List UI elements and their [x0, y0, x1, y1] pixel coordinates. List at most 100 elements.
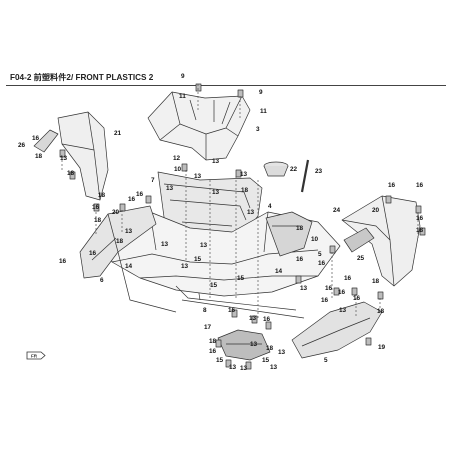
callout-c24: 24 [333, 207, 341, 214]
callout-c18g: 18 [416, 227, 424, 234]
callout-c16r: 16 [263, 316, 271, 323]
callout-c20b: 20 [372, 207, 380, 214]
left-bracket-part-26 [33, 129, 59, 153]
callout-c16j: 16 [296, 256, 304, 263]
callout-c13p: 13 [240, 365, 248, 372]
callout-c4: 4 [268, 203, 272, 210]
front-lower-bumper-part-5 [291, 301, 383, 359]
right-side-panel-part-20 [341, 195, 421, 287]
callout-c14b: 14 [275, 268, 283, 275]
front-arrow-icon: FR [26, 351, 46, 360]
callout-c16l: 16 [344, 275, 352, 282]
callout-c16o: 16 [353, 295, 361, 302]
callout-c11b: 11 [260, 108, 267, 115]
callout-c16q: 16 [228, 307, 236, 314]
callout-c13g: 13 [247, 209, 255, 216]
callout-c10a: 10 [174, 166, 182, 173]
callout-c13o: 13 [229, 364, 237, 371]
callout-c19: 19 [378, 344, 386, 351]
callout-c16h: 16 [59, 258, 67, 265]
callout-c15e: 15 [262, 357, 270, 364]
callout-c12: 12 [173, 155, 181, 162]
callout-c15b: 15 [210, 282, 218, 289]
diagram-title: F04-2 前塑料件2/ FRONT PLASTICS 2 [10, 73, 154, 82]
left-fender-part-20 [79, 205, 157, 279]
callout-c11a: 11 [179, 93, 186, 100]
cap-part-22 [263, 161, 289, 177]
hose-part-23 [300, 159, 310, 193]
callout-c10b: 10 [311, 236, 319, 243]
callout-c18c: 18 [241, 187, 249, 194]
callout-c18e: 18 [94, 217, 102, 224]
callout-c18b: 18 [67, 170, 75, 177]
callout-c13q: 13 [250, 341, 258, 348]
callout-c5b: 5 [324, 357, 328, 364]
callout-c16f: 16 [416, 182, 424, 189]
callout-c13b: 13 [212, 158, 220, 165]
callout-c6: 6 [100, 277, 104, 284]
callout-c15a: 15 [194, 256, 202, 263]
callout-c16m: 16 [325, 285, 333, 292]
left-front-panel-part-21 [57, 111, 109, 201]
callout-c3: 3 [256, 126, 260, 133]
callout-c15c: 15 [237, 275, 245, 282]
callout-c16c: 16 [136, 191, 144, 198]
lower-skid-part-15 [217, 329, 271, 361]
callout-c22: 22 [290, 166, 298, 173]
callout-c13h: 13 [125, 228, 133, 235]
callout-c18k: 18 [209, 338, 217, 345]
callout-c16e: 16 [388, 182, 396, 189]
callout-c17: 17 [204, 324, 212, 331]
callout-c26: 26 [18, 142, 26, 149]
callout-c18h: 18 [116, 238, 124, 245]
callout-c9b: 9 [259, 89, 263, 96]
callout-c13m: 13 [339, 307, 347, 314]
callout-c13l: 13 [300, 285, 308, 292]
fastener-stacks [59, 83, 426, 370]
callout-c13e: 13 [166, 185, 174, 192]
callout-c18l: 18 [266, 345, 274, 352]
callout-c16p: 16 [321, 297, 329, 304]
callout-c21: 21 [114, 130, 122, 137]
callout-c13j: 13 [200, 242, 208, 249]
callout-c13r: 13 [270, 364, 278, 371]
callout-c23: 23 [315, 168, 323, 175]
callout-c16d: 16 [92, 204, 100, 211]
callout-c13d: 13 [240, 171, 248, 178]
callout-c25: 25 [357, 255, 365, 262]
callout-c14a: 14 [125, 263, 133, 270]
callout-c16b: 16 [128, 196, 136, 203]
callout-c13k: 13 [181, 263, 189, 270]
callout-c9a: 9 [181, 73, 185, 80]
callout-c16s: 16 [209, 348, 217, 355]
callout-c18i: 18 [372, 278, 380, 285]
callout-c16n: 16 [338, 289, 346, 296]
connecting-rods-part-14 [117, 251, 305, 319]
right-inner-panel-part-4 [265, 211, 313, 257]
svg-text:FR: FR [31, 353, 38, 358]
callout-c13i: 13 [161, 241, 169, 248]
callout-c18j: 18 [377, 308, 385, 315]
callout-c16i: 16 [89, 250, 97, 257]
callout-c13s: 13 [278, 349, 286, 356]
callout-c13f: 13 [212, 189, 220, 196]
callout-c7: 7 [151, 177, 155, 184]
callout-c16g: 16 [416, 215, 424, 222]
callout-c15d: 15 [216, 357, 224, 364]
callout-c18a: 18 [35, 153, 43, 160]
callout-c5a: 5 [318, 251, 322, 258]
leader-lines [61, 84, 419, 320]
callout-c13c: 13 [194, 173, 202, 180]
callout-c20a: 20 [112, 209, 120, 216]
callout-c18f: 18 [296, 225, 304, 232]
callout-c13a: 13 [60, 155, 68, 162]
top-cover-part-3 [147, 91, 251, 161]
callout-c16k: 16 [318, 260, 326, 267]
callout-c8: 8 [203, 307, 207, 314]
right-bracket-part-25 [343, 227, 375, 253]
callout-c18d: 18 [98, 192, 106, 199]
title-rule [6, 85, 446, 86]
